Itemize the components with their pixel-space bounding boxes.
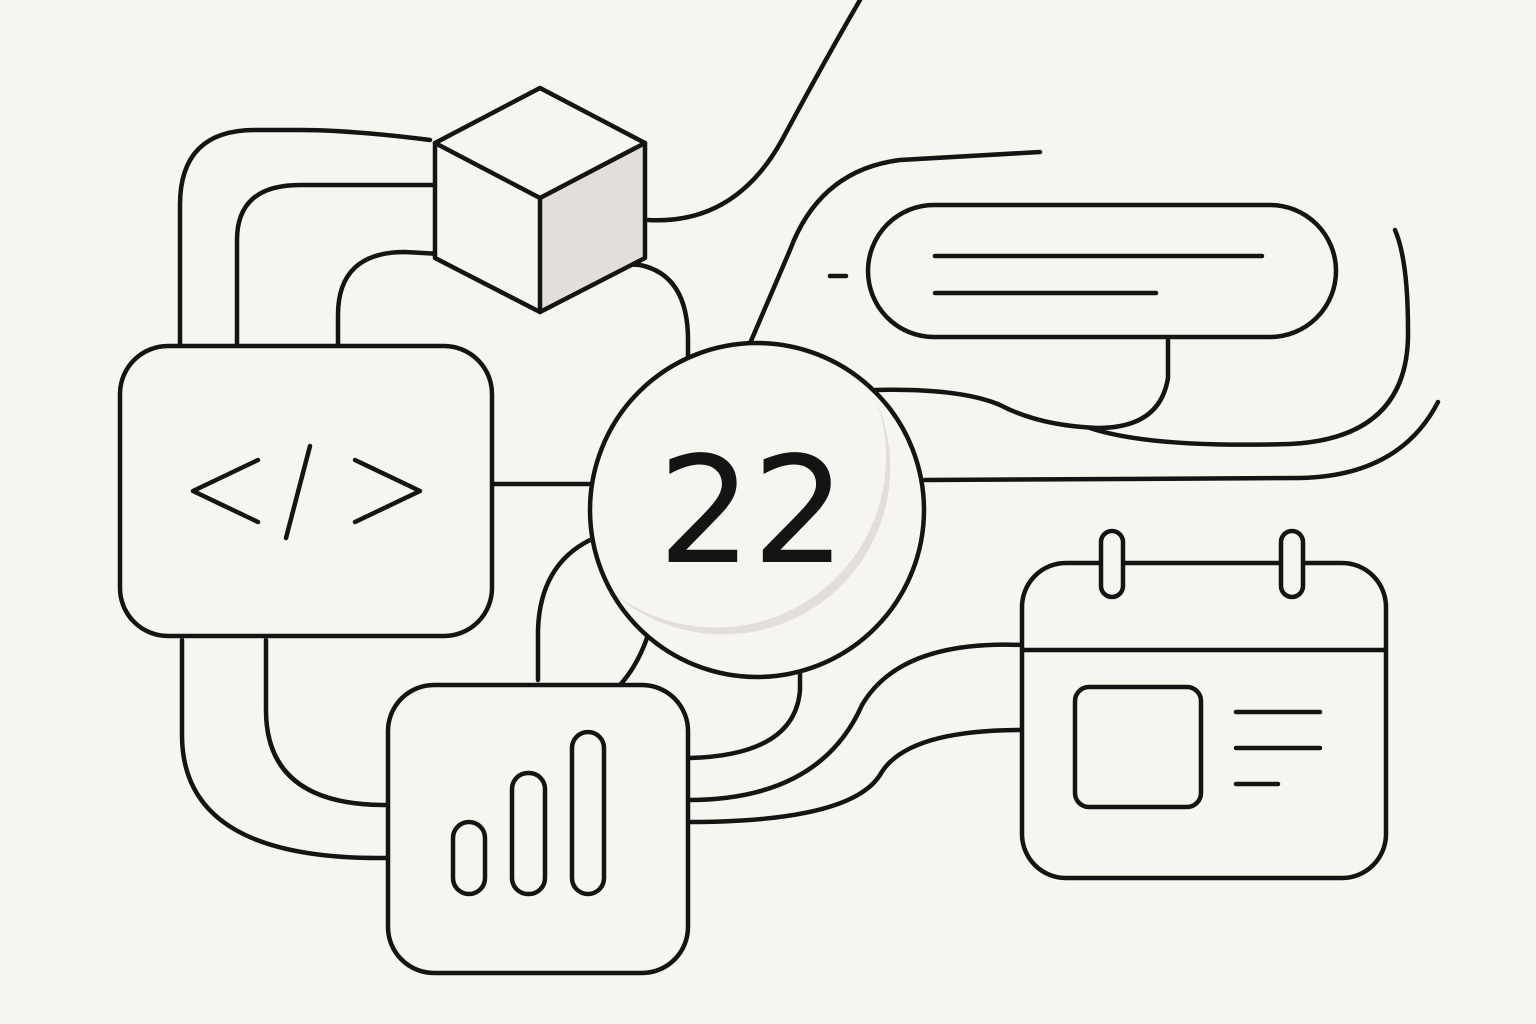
chart-bar-3 (569, 729, 607, 897)
badge-value: 22 (658, 425, 846, 597)
connector-badge-chart-left (535, 537, 593, 683)
connector-badge-chart-right (617, 632, 651, 688)
connector-chart-calendar-upper (685, 642, 1025, 803)
number-badge: 22 (587, 340, 927, 680)
chart-bar-2 (509, 770, 548, 897)
connector-outer-chart (179, 637, 388, 861)
calendar-image-box (1072, 684, 1204, 810)
bar-chart-icon (385, 682, 691, 976)
connector-code-cube-outer (177, 127, 433, 348)
code-icon (117, 343, 495, 639)
connector-badge-chart-side (687, 662, 803, 761)
connector-cube-top (645, 0, 863, 223)
connector-right-sweep (922, 399, 1441, 483)
chart-bar-1 (450, 819, 488, 897)
calendar-ring-left (1098, 528, 1126, 600)
connector-bubble-tail (872, 335, 1171, 431)
calendar-icon (1019, 528, 1389, 881)
connector-chart-calendar-lower (685, 727, 1025, 825)
message-bubble-icon (865, 202, 1339, 340)
cube-icon (432, 85, 648, 315)
connector-lines (177, 0, 1441, 861)
connector-right-loop (1087, 227, 1411, 447)
calendar-ring-right (1278, 528, 1306, 600)
connector-bubble-loop (742, 149, 1043, 358)
connector-code-cube-inner (234, 182, 438, 348)
connector-code-chart (263, 637, 388, 808)
